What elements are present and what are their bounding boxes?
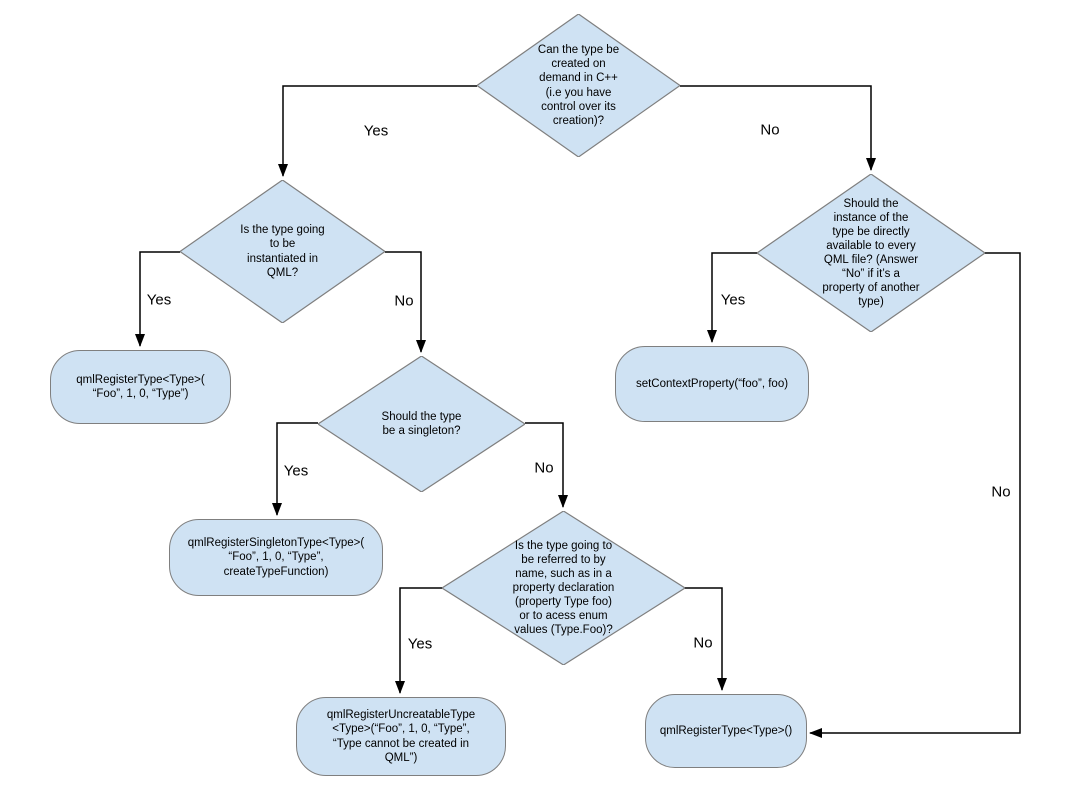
diamond-shape — [180, 180, 385, 323]
edge-instantiated-yes — [135, 251, 180, 347]
edge-label-no-singleton: No — [534, 459, 554, 477]
decision-instantiated-in-qml: Is the type going to be instantiated in … — [180, 180, 385, 323]
node-text: Should the instance of the type be direc… — [822, 197, 920, 309]
node-text: Is the type going to be referred to by n… — [512, 539, 615, 637]
diamond-shape — [757, 174, 985, 332]
node-text: setContextProperty(“foo”, foo) — [635, 377, 789, 390]
node-text: Should the type be a singleton? — [381, 410, 462, 437]
edge-label-yes-available: Yes — [720, 291, 746, 309]
edge-create-on-demand-yes — [278, 85, 477, 177]
edge-label-no-instantiated: No — [394, 292, 414, 310]
action-setcontextproperty: setContextProperty(“foo”, foo) — [615, 346, 809, 422]
action-qmlregistertype: qmlRegisterType<Type>( “Foo”, 1, 0, “Typ… — [50, 350, 231, 424]
edge-referred-no — [683, 587, 727, 691]
node-text: Can the type be created on demand in C++… — [537, 44, 620, 127]
edge-instantiated-no — [385, 251, 426, 353]
action-qmlregisteruncreatabletype: qmlRegisterUncreatableType <Type>(“Foo”,… — [296, 697, 506, 776]
edge-label-no-create-on-demand: No — [760, 121, 780, 139]
node-text: qmlRegisterType<Type>( “Foo”, 1, 0, “Typ… — [76, 373, 205, 400]
edge-available-no — [809, 252, 1021, 738]
action-qmlregistersingletontype: qmlRegisterSingletonType<Type>( “Foo”, 1… — [169, 519, 383, 596]
edge-label-yes-singleton: Yes — [283, 462, 309, 480]
decision-create-on-demand: Can the type be created on demand in C++… — [477, 14, 680, 157]
edge-singleton-yes — [272, 422, 318, 516]
node-text: Is the type going to be instantiated in … — [240, 224, 325, 279]
decision-instance-available: Should the instance of the type be direc… — [757, 174, 985, 332]
node-text: qmlRegisterUncreatableType <Type>(“Foo”,… — [326, 709, 476, 764]
edge-referred-yes — [395, 587, 442, 694]
node-text: qmlRegisterType<Type>() — [659, 724, 793, 737]
edge-label-yes-instantiated: Yes — [146, 291, 172, 309]
decision-referred-by-name: Is the type going to be referred to by n… — [442, 511, 685, 665]
edge-singleton-no — [525, 422, 568, 508]
edge-label-yes-referred: Yes — [407, 635, 433, 653]
edge-label-no-referred: No — [693, 634, 713, 652]
edge-available-yes — [707, 252, 757, 343]
edge-label-yes-create-on-demand: Yes — [363, 122, 389, 140]
edge-label-no-available: No — [991, 483, 1011, 501]
action-qmlregistertype-noargs: qmlRegisterType<Type>() — [645, 694, 807, 768]
decision-singleton: Should the type be a singleton? — [318, 356, 525, 492]
diamond-shape — [477, 14, 680, 157]
node-text: qmlRegisterSingletonType<Type>( “Foo”, 1… — [187, 537, 365, 578]
diamond-shape — [318, 356, 525, 492]
diamond-shape — [442, 511, 685, 665]
edge-create-on-demand-no — [680, 85, 876, 171]
